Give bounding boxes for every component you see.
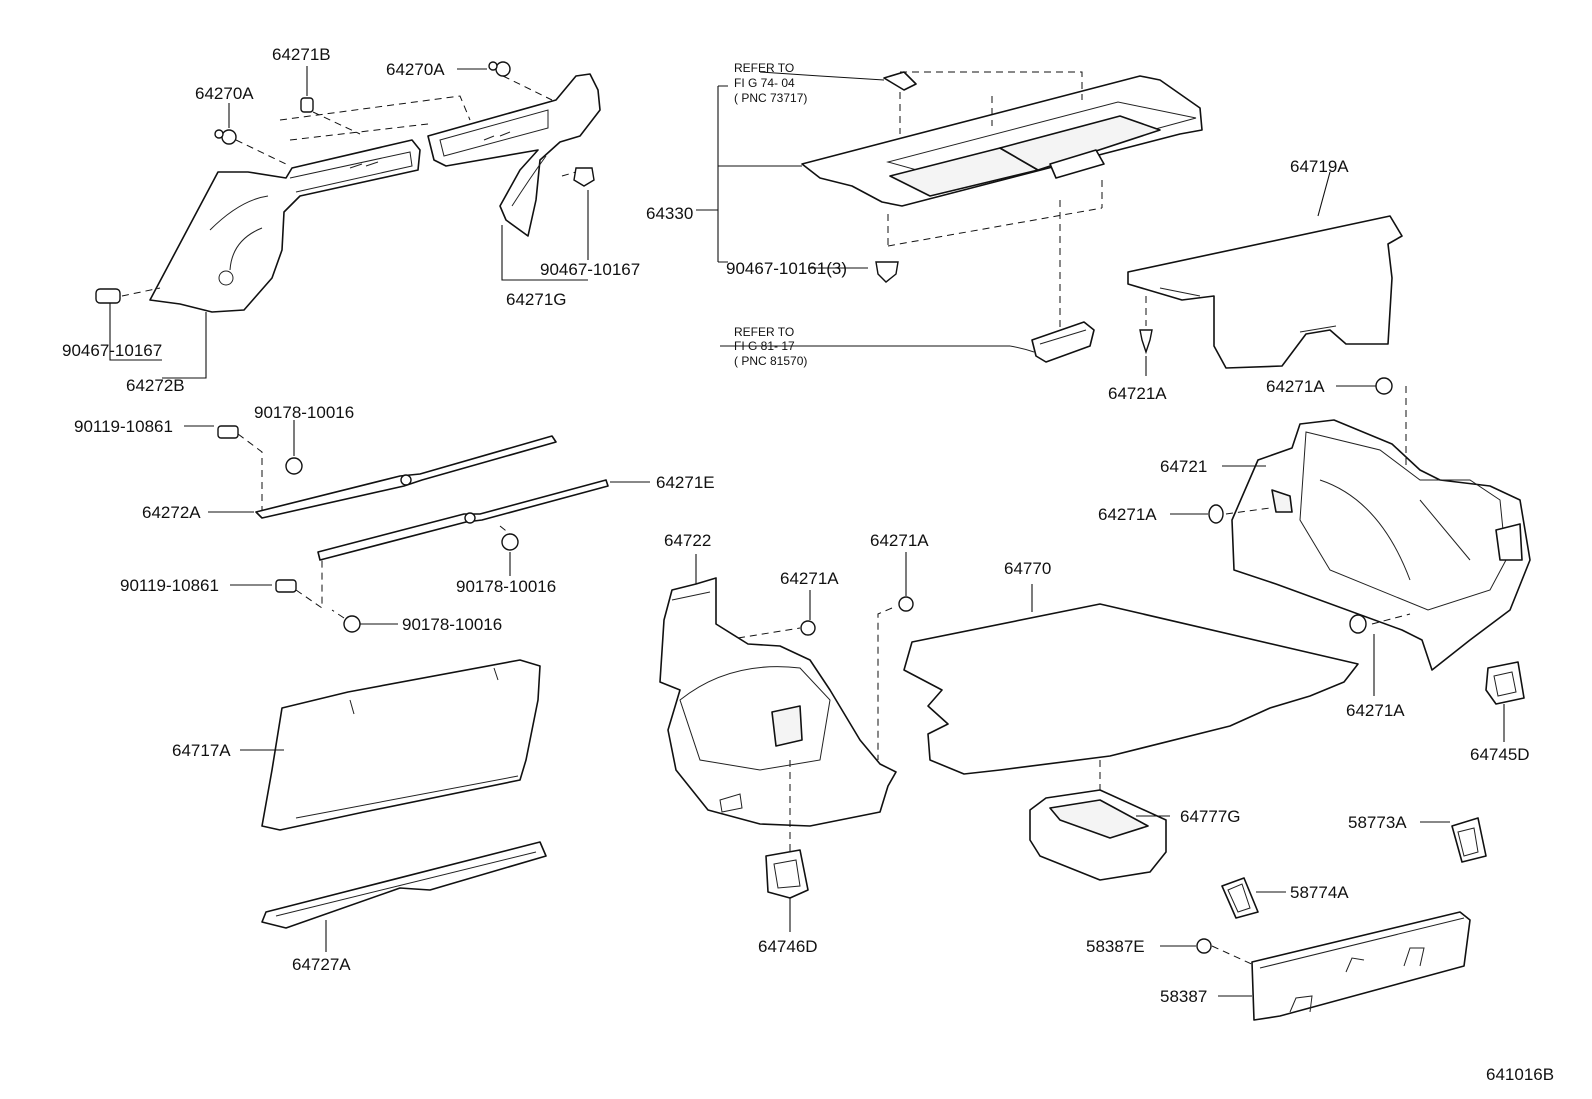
trunk-side-trim[interactable] bbox=[1231, 419, 1531, 671]
label-64719a: 64719A bbox=[1290, 157, 1349, 176]
label-64330: 64330 bbox=[646, 204, 693, 223]
clip-64271b[interactable] bbox=[300, 97, 314, 113]
diagram-code: 641016B bbox=[1486, 1065, 1554, 1084]
clip-64271a-r1[interactable] bbox=[1375, 377, 1393, 395]
label-64271b: 64271B bbox=[272, 45, 331, 64]
label-64271a-r2: 64271A bbox=[1098, 505, 1157, 524]
label-refer1-line1: REFER TO bbox=[734, 61, 794, 75]
clip-64271a-c1[interactable] bbox=[800, 620, 816, 636]
label-58774a: 58774A bbox=[1290, 883, 1349, 902]
clip-90467-right[interactable] bbox=[573, 167, 595, 187]
clip-90467-10161[interactable] bbox=[875, 261, 899, 283]
label-refer2-line1: REFER TO bbox=[734, 325, 794, 339]
label-90119-bot: 90119-10861 bbox=[120, 576, 219, 595]
quarter-trim-upper-right[interactable] bbox=[427, 73, 601, 237]
clip-90467-left[interactable] bbox=[95, 288, 121, 304]
label-58773a: 58773A bbox=[1348, 813, 1407, 832]
label-64271a-r1: 64271A bbox=[1266, 377, 1325, 396]
cover-58774a[interactable] bbox=[1221, 877, 1259, 919]
label-90467-left: 90467-10167 bbox=[62, 341, 162, 360]
package-tray-trim[interactable] bbox=[801, 75, 1203, 207]
trunk-rear-sill-58387[interactable] bbox=[1251, 911, 1471, 1021]
label-refer2-line3: ( PNC 81570) bbox=[734, 354, 807, 368]
label-64271a-c2: 64271A bbox=[870, 531, 929, 550]
label-refer1-line2: FI G 74- 04 bbox=[734, 76, 795, 90]
clip-64271a-r3[interactable] bbox=[1349, 614, 1367, 634]
label-90178-top: 90178-10016 bbox=[254, 403, 354, 422]
bolt-90119-top[interactable] bbox=[217, 425, 239, 439]
label-64722: 64722 bbox=[664, 531, 711, 550]
label-64721a: 64721A bbox=[1108, 384, 1167, 403]
label-64272a: 64272A bbox=[142, 503, 201, 522]
label-58387e: 58387E bbox=[1086, 937, 1145, 956]
label-64727a: 64727A bbox=[292, 955, 351, 974]
trunk-deck-board[interactable] bbox=[1127, 215, 1403, 369]
trunk-side-cover[interactable] bbox=[659, 577, 897, 827]
nut-90178-bot[interactable] bbox=[343, 615, 361, 633]
label-64270a-top: 64270A bbox=[386, 60, 445, 79]
label-90119-top: 90119-10861 bbox=[74, 417, 173, 436]
label-90178-bot: 90178-10016 bbox=[402, 615, 502, 634]
label-64271a-c1: 64271A bbox=[780, 569, 839, 588]
label-64272b: 64272B bbox=[126, 376, 185, 395]
clip-64271a-r2[interactable] bbox=[1208, 504, 1224, 524]
label-64745d: 64745D bbox=[1470, 745, 1530, 764]
label-58387: 58387 bbox=[1160, 987, 1207, 1006]
label-90178-mid: 90178-10016 bbox=[456, 577, 556, 596]
label-64746d: 64746D bbox=[758, 937, 818, 956]
clip-64721a[interactable] bbox=[1139, 329, 1153, 355]
rod-64271e[interactable] bbox=[317, 479, 609, 561]
clip-58387e[interactable] bbox=[1196, 938, 1212, 954]
label-90467-right: 90467-10167 bbox=[540, 260, 640, 279]
label-64717a: 64717A bbox=[172, 741, 231, 760]
spare-tire-cover-block[interactable] bbox=[1029, 789, 1167, 881]
label-64770: 64770 bbox=[1004, 559, 1051, 578]
high-mount-stop-lamp[interactable] bbox=[1009, 321, 1095, 363]
clip-64270a-left[interactable] bbox=[214, 129, 237, 145]
seal-64746d[interactable] bbox=[765, 849, 809, 899]
rod-64272a[interactable] bbox=[255, 435, 557, 519]
label-64271g: 64271G bbox=[506, 290, 567, 309]
trunk-sill-plate[interactable] bbox=[261, 841, 547, 929]
tray-small-bracket[interactable] bbox=[883, 71, 917, 91]
label-refer2-line2: FI G 81- 17 bbox=[734, 339, 795, 353]
nut-90178-top[interactable] bbox=[285, 457, 303, 475]
clip-64270a-top[interactable] bbox=[488, 61, 511, 77]
label-64271e: 64271E bbox=[656, 473, 715, 492]
clip-64271a-c2[interactable] bbox=[898, 596, 914, 612]
label-90467-10161: 90467-10161(3) bbox=[726, 259, 847, 278]
label-64270a-left: 64270A bbox=[195, 84, 254, 103]
label-64777g: 64777G bbox=[1180, 807, 1241, 826]
bolt-90119-bot[interactable] bbox=[275, 579, 297, 593]
label-64721: 64721 bbox=[1160, 457, 1207, 476]
nut-90178-mid[interactable] bbox=[501, 533, 519, 551]
trunk-floor-mat[interactable] bbox=[903, 603, 1359, 775]
cover-58773a[interactable] bbox=[1451, 817, 1487, 863]
quarter-trim-upper-left[interactable] bbox=[149, 139, 421, 313]
label-64271a-r3: 64271A bbox=[1346, 701, 1405, 720]
trunk-front-board[interactable] bbox=[261, 659, 541, 831]
seal-64745d[interactable] bbox=[1485, 661, 1525, 705]
label-refer1-line3: ( PNC 73717) bbox=[734, 91, 807, 105]
